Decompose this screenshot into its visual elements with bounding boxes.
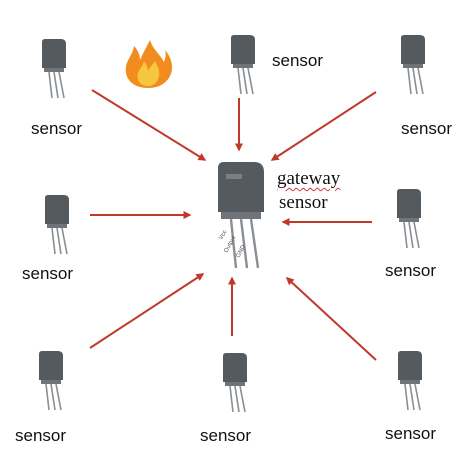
sensor-bottom-center-icon	[223, 353, 247, 413]
gateway-label-line2: sensor	[279, 192, 328, 213]
sensor-middle-left-label: sensor	[22, 264, 74, 283]
sensor-middle-right-label: sensor	[385, 261, 437, 280]
sensor-bottom-center-label: sensor	[200, 426, 252, 445]
sensor-bottom-right-label: sensor	[385, 424, 437, 443]
sensor-top-right-icon	[401, 35, 425, 95]
sensor-top-center-icon	[231, 35, 255, 95]
arrow-bottom-right	[285, 276, 377, 361]
arrow-top-left	[91, 89, 207, 161]
gateway-sensor-icon: Vcc Output GND	[218, 162, 264, 269]
sensor-top-left-label: sensor	[31, 119, 83, 138]
gateway-label-line1: gateway	[277, 168, 341, 189]
arrow-top-right	[270, 91, 377, 161]
sensor-bottom-right-icon	[398, 351, 422, 411]
sensor-top-right-label: sensor	[401, 119, 453, 138]
gateway-pin-gnd: GND	[235, 244, 247, 259]
arrow-bottom-left	[89, 273, 205, 349]
sensor-top-center-label: sensor	[272, 51, 324, 70]
sensor-bottom-left-icon	[39, 351, 63, 411]
sensor-bottom-left-label: sensor	[15, 426, 67, 445]
sensor-middle-right-icon	[397, 189, 421, 249]
sensor-top-left-icon	[42, 39, 66, 99]
gateway-pin-vcc: Vcc	[218, 229, 228, 241]
fire-icon	[125, 40, 173, 88]
sensor-middle-left-icon	[45, 195, 69, 255]
